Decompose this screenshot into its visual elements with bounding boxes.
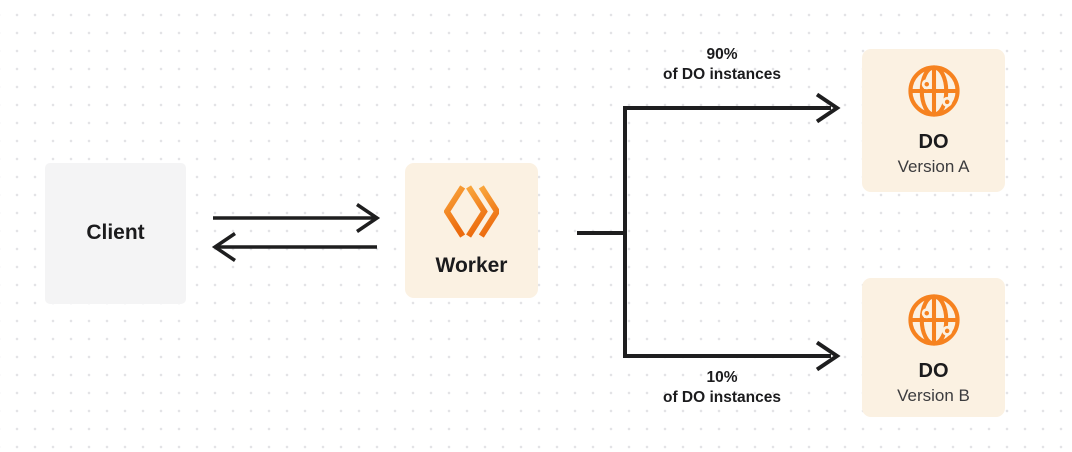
client-to-worker-arrow [213,203,381,233]
do-version-b-node: DO Version B [862,278,1005,417]
do-b-title: DO [918,360,949,382]
client-label: Client [86,221,145,245]
worker-node: Worker [405,163,538,298]
traffic-split-branch [577,92,841,372]
client-node: Client [45,163,186,304]
do-a-subtitle: Version A [897,157,970,176]
split-top-caption: of DO instances [663,66,781,83]
worker-label: Worker [435,254,508,277]
split-bottom-percentage: 10% [706,369,738,386]
do-b-subtitle: Version B [897,386,970,405]
split-bottom-caption: of DO instances [663,389,781,406]
split-top-label: 90% of DO instances [638,45,806,85]
split-bottom-label: 10% of DO instances [638,368,806,408]
globe-icon [907,294,960,346]
workers-logo-icon [444,185,499,238]
worker-to-client-arrow [211,232,377,262]
split-top-percentage: 90% [706,46,738,63]
globe-icon [907,65,960,117]
do-version-a-node: DO Version A [862,49,1005,192]
do-a-title: DO [918,131,949,153]
